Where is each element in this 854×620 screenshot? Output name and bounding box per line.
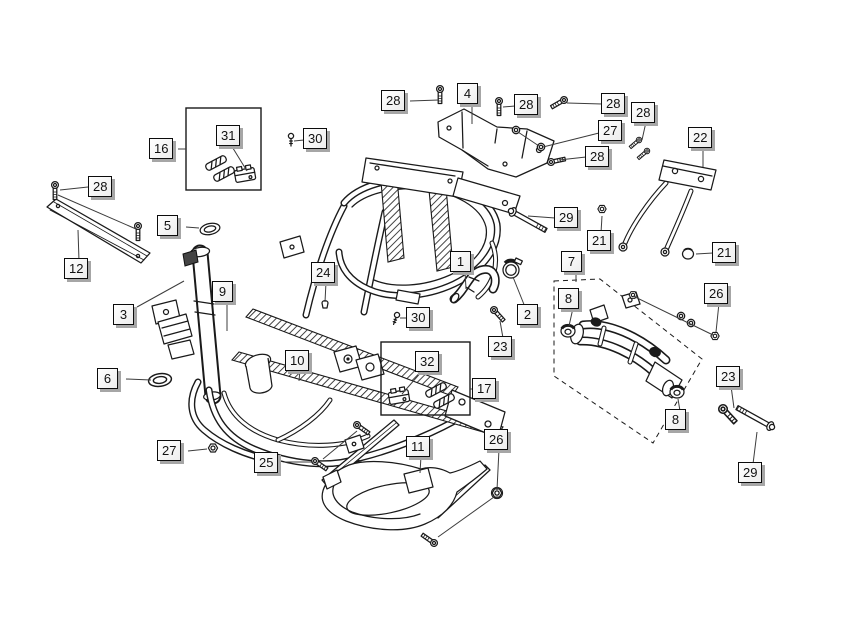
- callout-28-23[interactable]: 28: [514, 94, 539, 115]
- part-1-hose: [449, 264, 500, 304]
- callout-10-10[interactable]: 10: [285, 350, 310, 371]
- callout-21-31[interactable]: 21: [712, 242, 737, 263]
- callout-27-11[interactable]: 27: [157, 440, 182, 461]
- callout-29-37[interactable]: 29: [738, 462, 763, 483]
- part-2-clamp: [502, 257, 523, 279]
- callout-16-2[interactable]: 16: [149, 138, 174, 159]
- callout-6-9[interactable]: 6: [97, 368, 118, 389]
- callout-28-21[interactable]: 28: [381, 90, 406, 111]
- callout-28-28[interactable]: 28: [585, 146, 610, 167]
- part-12-plate: [46, 198, 151, 264]
- callout-30-4[interactable]: 30: [303, 128, 328, 149]
- callout-11-13[interactable]: 11: [406, 436, 430, 457]
- callout-4-22[interactable]: 4: [457, 83, 478, 104]
- callout-28-24[interactable]: 28: [601, 93, 626, 114]
- callout-32-15[interactable]: 32: [415, 351, 440, 372]
- callout-9-7[interactable]: 9: [212, 281, 233, 302]
- part-4-bracket: [437, 108, 555, 178]
- callout-25-12[interactable]: 25: [254, 452, 279, 473]
- callout-27-25[interactable]: 27: [598, 120, 623, 141]
- part-8-bushing-right: [668, 384, 686, 400]
- callout-2-20[interactable]: 2: [517, 304, 538, 325]
- callout-29-29[interactable]: 29: [554, 207, 579, 228]
- callout-8-35[interactable]: 8: [665, 409, 686, 430]
- callout-26-14[interactable]: 26: [484, 429, 509, 450]
- callout-23-18[interactable]: 23: [488, 336, 513, 357]
- callout-3-6[interactable]: 3: [113, 304, 134, 325]
- callout-28-26[interactable]: 28: [631, 102, 656, 123]
- group-box-16: [185, 107, 262, 191]
- part-24-rivet: [321, 300, 329, 309]
- group-box-17: [380, 341, 471, 416]
- callout-1-19[interactable]: 1: [450, 251, 471, 272]
- callout-31-3[interactable]: 31: [216, 125, 241, 146]
- callout-28-0[interactable]: 28: [88, 176, 113, 197]
- part-8-bushing-left: [559, 323, 577, 339]
- callout-30-17[interactable]: 30: [406, 307, 431, 328]
- part-22-bracket: [618, 159, 717, 257]
- callout-23-36[interactable]: 23: [716, 366, 741, 387]
- frame-assembly: [151, 157, 521, 468]
- callout-12-1[interactable]: 12: [64, 258, 89, 279]
- callout-24-8[interactable]: 24: [311, 262, 336, 283]
- callout-21-30[interactable]: 21: [587, 230, 612, 251]
- callout-17-16[interactable]: 17: [472, 378, 497, 399]
- callout-8-34[interactable]: 8: [558, 288, 579, 309]
- callout-26-32[interactable]: 26: [704, 283, 729, 304]
- callout-5-5[interactable]: 5: [157, 215, 178, 236]
- part-11-belly-pan: [321, 419, 491, 531]
- callout-7-33[interactable]: 7: [561, 251, 582, 272]
- callout-22-27[interactable]: 22: [688, 127, 713, 148]
